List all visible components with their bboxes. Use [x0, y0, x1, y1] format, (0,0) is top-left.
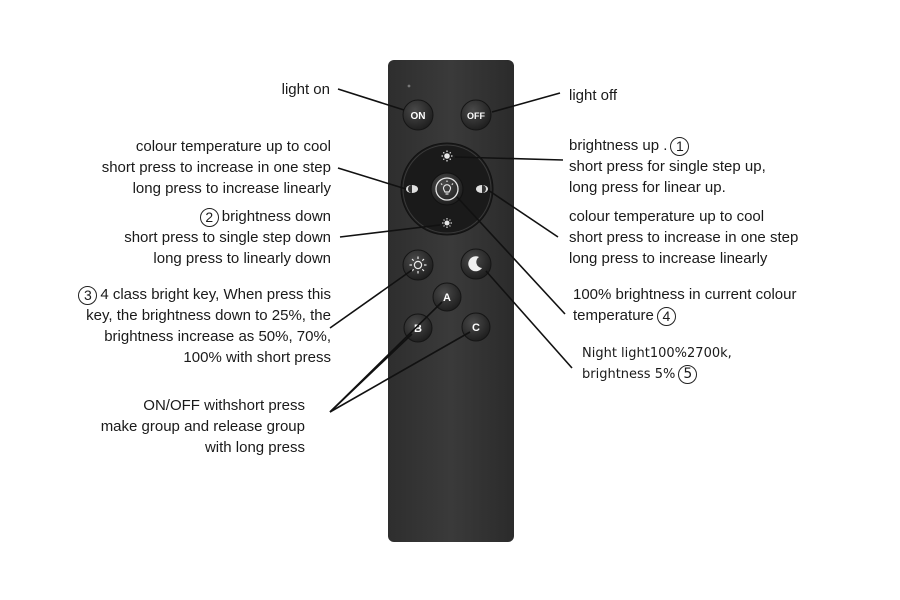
callout-light-on	[337, 88, 405, 111]
callout-group-c	[329, 331, 471, 413]
label-ct-right: colour temperature up to cool short pres…	[569, 208, 799, 267]
sun-small-icon	[442, 218, 452, 228]
indicator-led	[407, 84, 411, 88]
callout-bright-up	[454, 156, 564, 161]
four-class-bright-key[interactable]	[402, 249, 434, 281]
brightness-up-key[interactable]	[437, 146, 457, 166]
callout-night	[485, 270, 573, 369]
svg-text:*: *	[472, 259, 475, 266]
off-button[interactable]: OFF	[460, 99, 492, 131]
night-light-key[interactable]: *	[460, 248, 492, 280]
on-button[interactable]: ON	[402, 99, 434, 131]
label-light-on: light on	[281, 81, 330, 98]
step-number-3: 3	[78, 285, 98, 305]
label-group: ON/OFF withshort press make group and re…	[100, 397, 305, 456]
step-number-4: 4	[656, 306, 676, 326]
callout-ct-right	[487, 189, 559, 238]
label-light-off: light off	[569, 87, 618, 104]
colour-temp-left-key[interactable]	[402, 179, 422, 199]
callout-ct-left	[337, 167, 407, 190]
sun-icon	[441, 150, 453, 162]
label-full-bright: 100% brightness in current colour temper…	[573, 286, 797, 326]
on-button-label: ON	[411, 111, 426, 122]
label-ct-left: colour temperature up to cool short pres…	[101, 138, 331, 197]
step-number-1: 1	[670, 136, 690, 156]
step-number-2: 2	[199, 207, 219, 227]
full-brightness-key[interactable]	[430, 172, 464, 206]
colour-temp-right-key[interactable]	[472, 179, 492, 199]
bulb-icon	[440, 180, 454, 195]
group-c-button[interactable]: C	[461, 312, 491, 342]
step-number-5: 5	[678, 365, 698, 384]
brightness-down-key[interactable]	[437, 213, 457, 233]
callout-full-bright	[456, 196, 566, 315]
off-button-label: OFF	[467, 111, 485, 121]
label-night: Night light100%2700k, brightness 5%5	[582, 346, 732, 384]
group-c-label: C	[472, 322, 480, 334]
callout-four-class	[329, 269, 413, 329]
callout-lines	[329, 88, 573, 413]
group-a-label: A	[443, 292, 451, 304]
colour-temperature-icon	[476, 185, 488, 193]
callout-light-off	[491, 92, 561, 113]
label-bright-up: brightness up .1 short press for single …	[569, 136, 766, 196]
colour-temperature-icon	[406, 185, 418, 193]
moon-icon: *	[468, 256, 482, 272]
callout-group-b	[329, 333, 413, 413]
sun-outline-icon	[409, 256, 427, 274]
group-b-label: B	[414, 323, 422, 335]
callout-bright-down	[339, 224, 441, 238]
